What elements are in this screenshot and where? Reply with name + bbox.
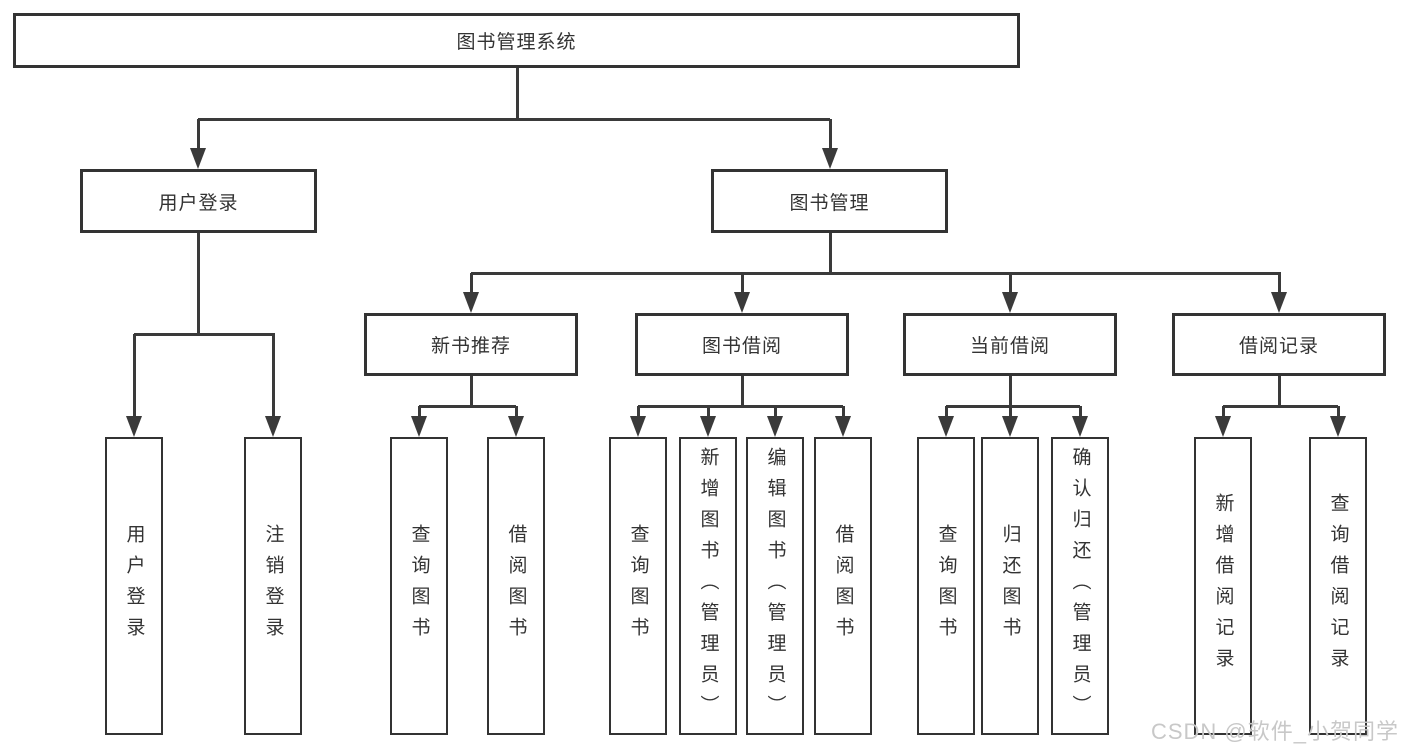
connector-line: [271, 334, 275, 421]
connector-line: [196, 119, 200, 154]
leaf-newbooks-query: 查询图书: [390, 437, 448, 735]
leaf-newbooks-borrow: 借阅图书: [487, 437, 545, 735]
node-label: 借阅图书: [505, 524, 527, 648]
arrowhead-down-icon: [463, 292, 479, 313]
connector-line: [636, 406, 640, 422]
arrowhead-down-icon: [126, 416, 142, 437]
connector-line: [638, 404, 843, 408]
node-label: 用户登录: [123, 524, 145, 648]
node-label: 查询借阅记录: [1327, 493, 1349, 679]
node-book-borrow: 图书借阅: [635, 313, 849, 376]
arrowhead-down-icon: [767, 416, 783, 437]
arrowhead-down-icon: [411, 416, 427, 437]
leaf-borrow-query: 查询图书: [609, 437, 667, 735]
leaf-borrow-edit-admin: 编辑图书（管理员）: [746, 437, 804, 735]
arrowhead-down-icon: [1072, 416, 1088, 437]
arrowhead-down-icon: [190, 148, 206, 169]
leaf-current-confirm-return-admin: 确认归还（管理员）: [1051, 437, 1109, 735]
node-label: 查询图书: [627, 524, 649, 648]
leaf-borrow-book: 借阅图书: [814, 437, 872, 735]
connector-line: [773, 406, 777, 422]
connector-line: [419, 404, 516, 408]
arrowhead-down-icon: [700, 416, 716, 437]
arrowhead-down-icon: [1330, 416, 1346, 437]
arrowhead-down-icon: [938, 416, 954, 437]
connector-line: [944, 406, 948, 422]
csdn-watermark: CSDN @软件_小贺同学: [1150, 719, 1399, 744]
node-borrow-records: 借阅记录: [1172, 313, 1386, 376]
connector-line: [828, 119, 832, 154]
node-label: 注销登录: [262, 524, 284, 648]
connector-line: [132, 334, 136, 421]
node-book-management: 图书管理: [711, 169, 948, 233]
arrowhead-down-icon: [835, 416, 851, 437]
connector-line: [1008, 374, 1012, 408]
leaf-borrow-add-admin: 新增图书（管理员）: [679, 437, 737, 735]
connector-line: [515, 66, 519, 121]
leaf-records-query: 查询借阅记录: [1309, 437, 1367, 735]
node-current-borrow: 当前借阅: [903, 313, 1117, 376]
arrowhead-down-icon: [508, 416, 524, 437]
leaf-current-return: 归还图书: [981, 437, 1039, 735]
arrowhead-down-icon: [822, 148, 838, 169]
node-label: 当前借阅: [969, 336, 1050, 357]
node-label: 新增图书（管理员）: [697, 446, 719, 726]
leaf-user-login: 用户登录: [105, 437, 163, 735]
node-user-login: 用户登录: [80, 169, 317, 233]
connector-line: [1223, 404, 1338, 408]
arrowhead-down-icon: [265, 416, 281, 437]
node-label: 确认归还（管理员）: [1069, 446, 1091, 726]
connector-line: [134, 332, 275, 336]
node-label: 借阅记录: [1238, 336, 1319, 357]
node-label: 查询图书: [408, 524, 430, 648]
arrowhead-down-icon: [1215, 416, 1231, 437]
node-new-book-recommend: 新书推荐: [364, 313, 578, 376]
node-label: 归还图书: [999, 524, 1021, 648]
connector-line: [946, 404, 1080, 408]
connector-line: [740, 374, 744, 408]
node-label: 查询图书: [935, 524, 957, 648]
node-label: 新增借阅记录: [1212, 493, 1234, 679]
connector-line: [514, 406, 518, 422]
connector-line: [1277, 273, 1281, 298]
connector-line: [1221, 406, 1225, 422]
connector-line: [417, 406, 421, 422]
node-label: 新书推荐: [430, 336, 511, 357]
connector-line: [740, 273, 744, 298]
connector-line: [469, 273, 473, 298]
leaf-logout: 注销登录: [244, 437, 302, 735]
node-label: 借阅图书: [832, 524, 854, 648]
leaf-current-query: 查询图书: [917, 437, 975, 735]
node-label: 用户登录: [158, 192, 239, 214]
connector-line: [198, 117, 830, 121]
connector-line: [828, 231, 832, 275]
arrowhead-down-icon: [734, 292, 750, 313]
node-label: 图书管理系统: [456, 32, 577, 53]
arrowhead-down-icon: [1002, 416, 1018, 437]
connector-line: [196, 231, 200, 335]
arrowhead-down-icon: [1002, 292, 1018, 313]
connector-line: [1008, 406, 1012, 422]
connector-line: [1336, 406, 1340, 422]
connector-line: [841, 406, 845, 422]
node-root-system: 图书管理系统: [13, 13, 1020, 68]
connector-line: [706, 406, 710, 422]
connector-line: [469, 374, 473, 408]
connector-line: [471, 271, 1281, 275]
node-label: 编辑图书（管理员）: [764, 446, 786, 726]
arrowhead-down-icon: [1271, 292, 1287, 313]
connector-line: [1277, 374, 1281, 408]
node-label: 图书管理: [789, 192, 870, 214]
connector-line: [1078, 406, 1082, 422]
node-label: 图书借阅: [701, 336, 782, 357]
arrowhead-down-icon: [630, 416, 646, 437]
connector-line: [1008, 273, 1012, 298]
leaf-records-add: 新增借阅记录: [1194, 437, 1252, 735]
